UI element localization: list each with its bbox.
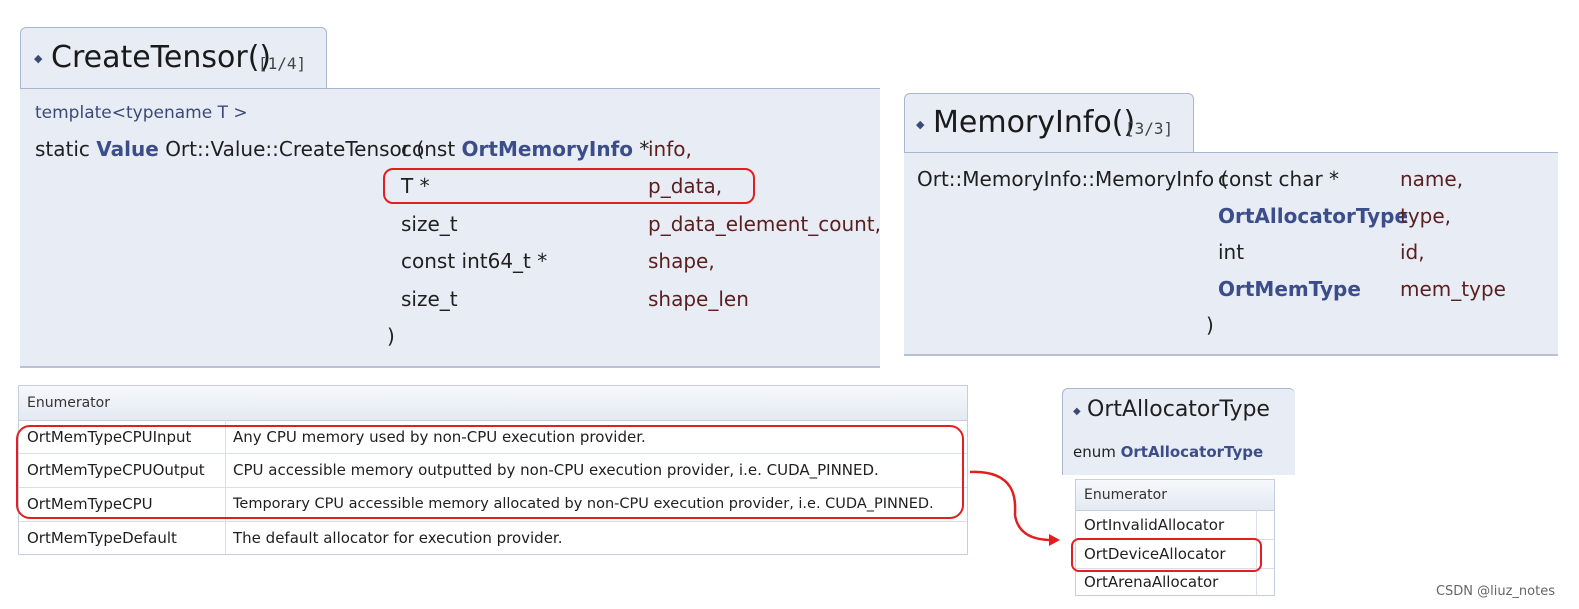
template-line: template<typename T > <box>35 103 248 123</box>
allocator-type-title: OrtAllocatorType <box>1087 397 1270 422</box>
param-name-0: info, <box>648 137 692 161</box>
enum-desc: CPU accessible memory outputted by non-C… <box>233 461 879 479</box>
device-allocator-highlight <box>1071 538 1262 572</box>
ort-memory-info-link[interactable]: OrtMemoryInfo <box>461 137 634 161</box>
allocator-enum-decl: enum OrtAllocatorType <box>1073 443 1264 461</box>
create-tensor-body <box>20 88 880 368</box>
diamond-icon: ◆ <box>34 52 43 65</box>
enum-name[interactable]: OrtDeviceAllocator <box>1084 544 1226 563</box>
enum-desc: The default allocator for execution prov… <box>233 528 563 547</box>
sig-static: static <box>35 137 90 161</box>
memory-info-body <box>904 152 1558 356</box>
table-row: OrtMemTypeCPU Temporary CPU accessible m… <box>19 487 967 522</box>
allocator-type-link[interactable]: OrtAllocatorType <box>1120 443 1264 461</box>
ort-allocator-type-link[interactable]: OrtAllocatorType <box>1218 204 1409 228</box>
table-row: OrtInvalidAllocator <box>1076 510 1274 540</box>
column-divider <box>1256 510 1257 595</box>
param-type-2: size_t <box>401 212 458 236</box>
enum-name[interactable]: OrtArenaAllocator <box>1084 572 1219 591</box>
memory-info-index: [3/3] <box>1125 119 1174 138</box>
table-row: OrtMemTypeCPUInput Any CPU memory used b… <box>19 420 967 454</box>
param-name-2: p_data_element_count, <box>648 212 881 236</box>
mi-param-name-2: id, <box>1400 240 1425 264</box>
table-row: OrtMemTypeCPUOutput CPU accessible memor… <box>19 453 967 488</box>
ort-mem-type-link[interactable]: OrtMemType <box>1218 277 1361 301</box>
table-header: Enumerator <box>1076 480 1274 511</box>
create-tensor-index: [1/4] <box>258 54 307 73</box>
param-type-1: T * <box>401 174 430 198</box>
memory-info-close: ) <box>1206 313 1214 337</box>
param-type-4: size_t <box>401 287 458 311</box>
allocator-type-panel: ◆ OrtAllocatorType enum OrtAllocatorType <box>1062 388 1295 475</box>
table-row: OrtMemTypeDefault The default allocator … <box>19 521 967 554</box>
enum-name[interactable]: OrtMemTypeDefault <box>27 528 177 547</box>
mi-param-type-0: const char * <box>1218 167 1340 191</box>
mi-param-name-1: type, <box>1400 204 1452 228</box>
arrow-icon <box>969 470 1060 546</box>
create-tensor-title: CreateTensor() <box>51 40 272 75</box>
param-name-3: shape, <box>648 249 715 273</box>
enum-name[interactable]: OrtMemTypeCPU <box>27 495 153 513</box>
enumerator-header: Enumerator <box>27 395 110 411</box>
enum-name[interactable]: OrtMemTypeCPUInput <box>27 427 192 446</box>
param-type-0: const OrtMemoryInfo * <box>401 137 650 161</box>
enumerator-header: Enumerator <box>1084 487 1167 503</box>
diamond-icon: ◆ <box>1073 406 1081 417</box>
mem-type-enum-table: Enumerator OrtMemTypeCPUInput Any CPU me… <box>18 385 968 555</box>
enum-name[interactable]: OrtMemTypeCPUOutput <box>27 461 205 479</box>
mi-param-name-0: name, <box>1400 167 1464 191</box>
p-data-highlight <box>383 168 755 204</box>
param-name-1: p_data, <box>648 174 723 198</box>
memory-info-signature: Ort::MemoryInfo::MemoryInfo ( <box>917 167 1229 191</box>
memory-info-title: MemoryInfo() <box>933 105 1136 140</box>
table-header: Enumerator <box>19 386 967 421</box>
table-row: OrtArenaAllocator <box>1076 568 1274 595</box>
sig-qualname: Ort::Value::CreateTensor ( <box>165 137 425 161</box>
table-row: OrtDeviceAllocator <box>1076 539 1274 569</box>
enum-name[interactable]: OrtInvalidAllocator <box>1084 515 1225 534</box>
watermark: CSDN @liuz_notes <box>1435 584 1555 599</box>
sig-return-type[interactable]: Value <box>96 137 159 161</box>
create-tensor-signature: static Value Ort::Value::CreateTensor ( <box>35 137 424 161</box>
create-tensor-close: ) <box>387 324 395 348</box>
mi-param-name-3: mem_type <box>1400 277 1506 301</box>
create-tensor-tab: ◆ CreateTensor() [1/4] <box>20 27 327 89</box>
param-name-4: shape_len <box>648 287 749 311</box>
cpu-mem-types-highlight <box>16 425 964 519</box>
diamond-icon: ◆ <box>916 118 925 131</box>
param-type-3: const int64_t * <box>401 249 548 273</box>
enum-desc: Any CPU memory used by non-CPU execution… <box>233 427 646 446</box>
enum-desc: Temporary CPU accessible memory allocate… <box>233 496 934 512</box>
mi-param-type-2: int <box>1218 240 1245 264</box>
allocator-enum-table: Enumerator OrtInvalidAllocator OrtDevice… <box>1075 479 1275 596</box>
memory-info-tab: ◆ MemoryInfo() [3/3] <box>904 93 1194 153</box>
